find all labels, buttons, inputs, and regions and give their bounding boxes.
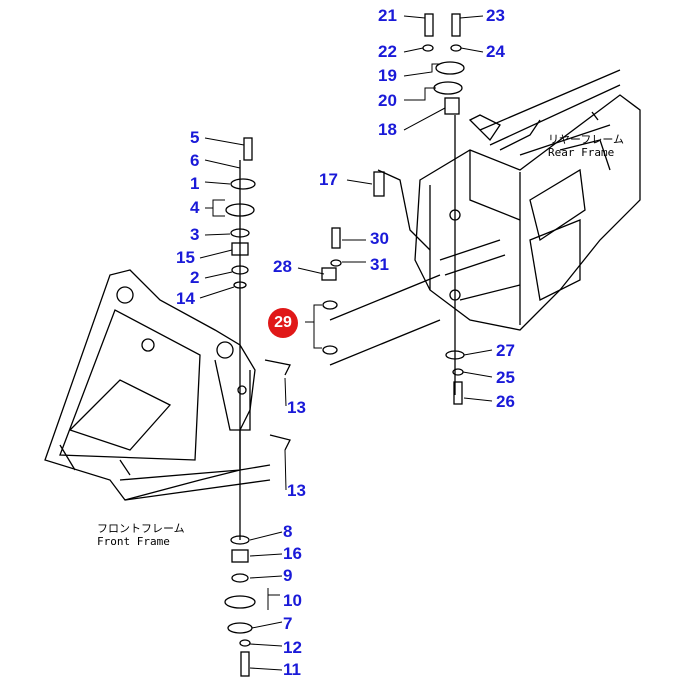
part-label-9[interactable]: 9 [283, 566, 293, 585]
leader-lines [199, 15, 493, 671]
part-label-12[interactable]: 12 [283, 638, 302, 657]
part-label-19[interactable]: 19 [378, 66, 397, 85]
upper-left-pin-stack [224, 137, 256, 677]
part-label-15[interactable]: 15 [176, 248, 195, 267]
part-label-11[interactable]: 11 [283, 660, 301, 679]
part-label-16[interactable]: 16 [283, 544, 302, 563]
part-label-6[interactable]: 6 [190, 151, 200, 170]
part-label-13-lower[interactable]: 13 [287, 481, 306, 500]
part-label-1[interactable]: 1 [190, 174, 200, 193]
part-label-22[interactable]: 22 [378, 42, 397, 61]
front-frame-label-jp: フロントフレーム [97, 522, 185, 535]
part-label-2[interactable]: 2 [190, 268, 200, 287]
part-label-27[interactable]: 27 [496, 341, 515, 360]
part-label-24[interactable]: 24 [486, 42, 505, 61]
part-label-8[interactable]: 8 [283, 522, 293, 541]
upper-right-pin-stack [321, 13, 465, 405]
part-label-21[interactable]: 21 [378, 6, 397, 25]
part-label-25[interactable]: 25 [496, 368, 515, 387]
part-label-10[interactable]: 10 [283, 591, 302, 610]
rear-frame-drawing [329, 69, 641, 366]
front-frame-label: Front Frame [97, 535, 170, 548]
part-label-4[interactable]: 4 [190, 198, 200, 217]
part-label-18[interactable]: 18 [378, 120, 397, 139]
rear-frame-label: Rear Frame [548, 146, 615, 159]
part-label-13-upper[interactable]: 13 [287, 398, 306, 417]
part-label-26[interactable]: 26 [496, 392, 515, 411]
part-label-28[interactable]: 28 [273, 257, 292, 276]
front-frame-drawing [44, 269, 271, 501]
part-label-3[interactable]: 3 [190, 225, 200, 244]
part-label-20[interactable]: 20 [378, 91, 397, 110]
part-label-30[interactable]: 30 [370, 229, 389, 248]
part-label-23[interactable]: 23 [486, 6, 505, 25]
sensor-drawings [264, 359, 291, 451]
part-label-31[interactable]: 31 [370, 255, 389, 274]
part-label-17[interactable]: 17 [319, 170, 338, 189]
part-label-5[interactable]: 5 [190, 128, 200, 147]
part-label-7[interactable]: 7 [283, 614, 293, 633]
rear-frame-label-jp: リヤーフレーム [548, 133, 625, 146]
part-label-14[interactable]: 14 [176, 289, 195, 308]
part-callout-29-highlighted[interactable]: 29 [268, 308, 298, 338]
